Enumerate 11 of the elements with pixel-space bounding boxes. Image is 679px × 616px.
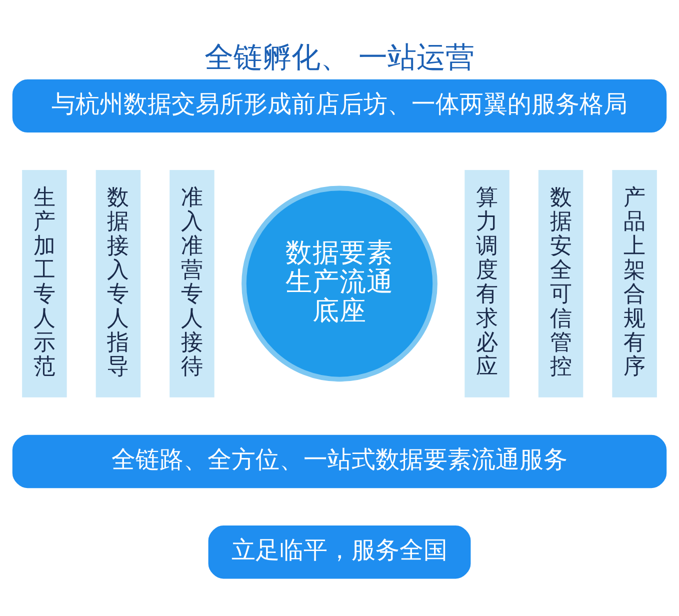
diagram-title: 全链孵化、 一站运营 bbox=[204, 39, 475, 74]
node-box: 准入准营专人接待 bbox=[170, 170, 214, 397]
node-box: 数据接入专人指导 bbox=[96, 170, 141, 397]
node-circle: 数据要素生产流通底座 bbox=[242, 185, 438, 382]
node-box: 全链路、全方位、一站式数据要素流通服务 bbox=[12, 434, 667, 488]
node-box: 算力调度有求必应 bbox=[464, 170, 510, 397]
node-box: 生产加工专人示范 bbox=[22, 170, 67, 397]
node-box: 数据安全可信管控 bbox=[538, 170, 584, 397]
node-box: 立足临平，服务全国 bbox=[208, 525, 471, 578]
node-box: 产品上架合规有序 bbox=[612, 170, 657, 397]
node-box: 与杭州数据交易所形成前店后坊、一体两翼的服务格局 bbox=[12, 78, 667, 132]
